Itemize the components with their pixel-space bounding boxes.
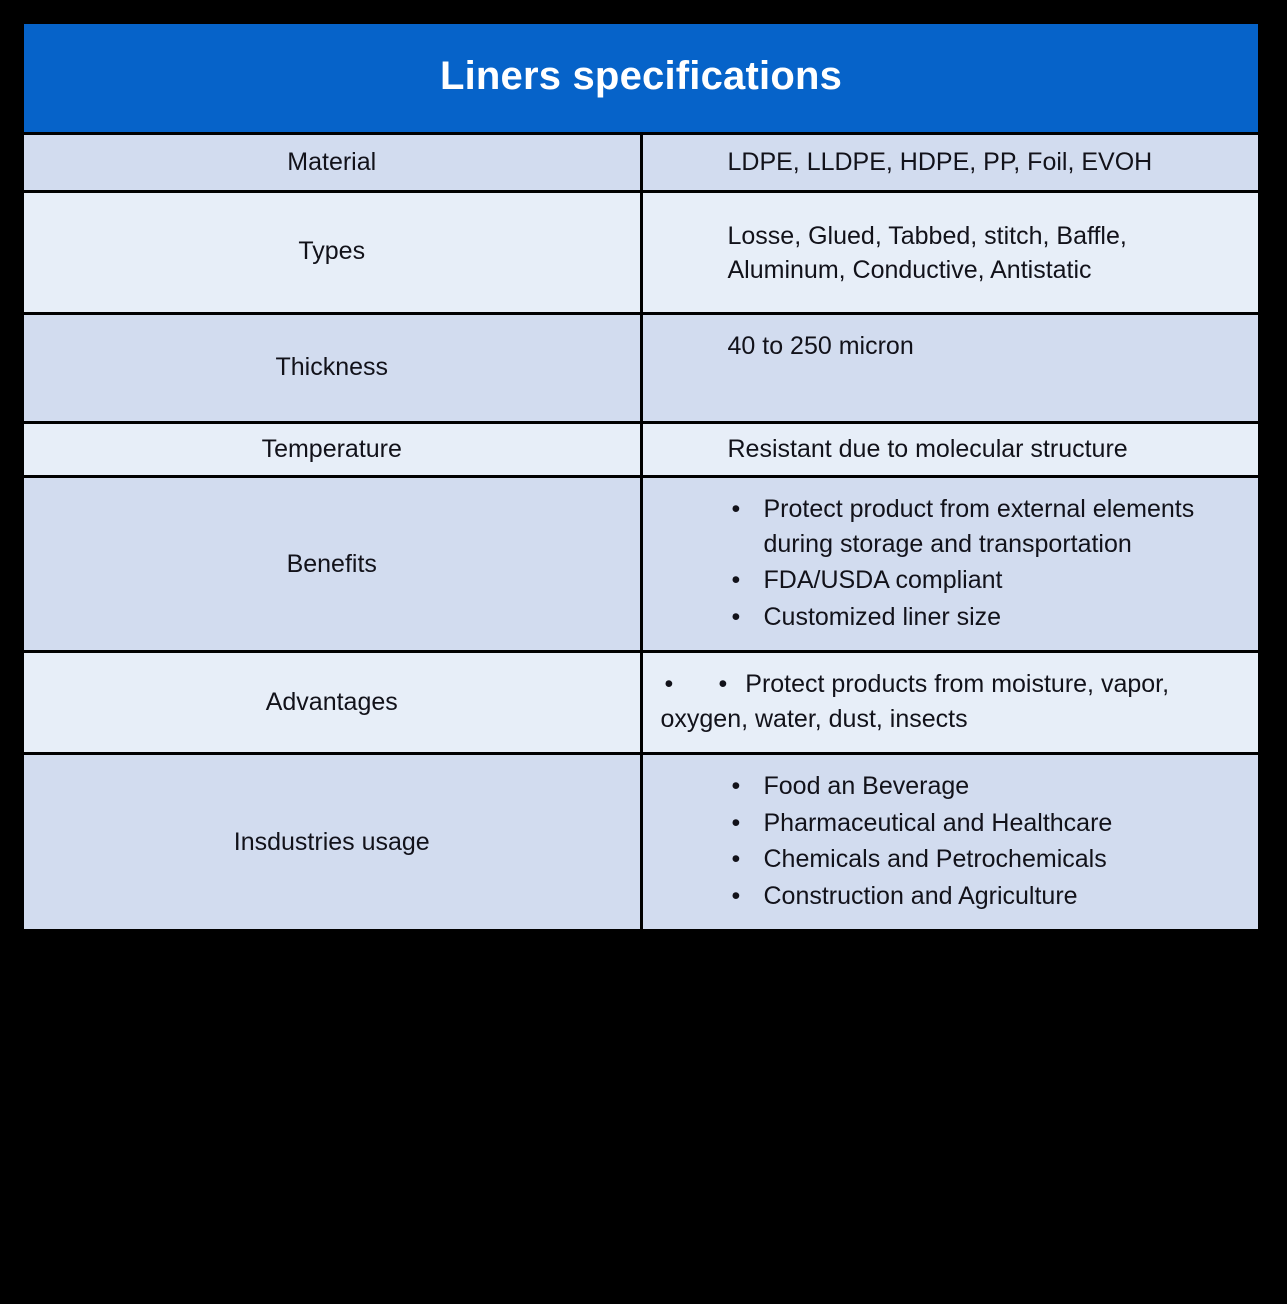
row-label-types: Types [24, 189, 643, 313]
table-title-row: Liners specifications [24, 24, 1258, 134]
row-label-industries-usage: Insdustries usage [24, 752, 643, 930]
list-item: Chemicals and Petrochemicals [728, 842, 1241, 877]
row-value-temperature: Resistant due to molecular structure [641, 420, 1258, 477]
list-item: Customized liner size [728, 600, 1241, 635]
bullet-glyph-icon: • [718, 670, 728, 699]
row-label-thickness: Thickness [24, 311, 643, 423]
row-value-advantages: •Protect products from moisture, vapor, … [641, 650, 1258, 754]
liners-specifications-table: Liners specifications Material LDPE, LLD… [24, 24, 1258, 930]
row-label-material: Material [24, 132, 643, 191]
row-value-material: LDPE, LLDPE, HDPE, PP, Foil, EVOH [641, 132, 1258, 191]
table-row: Temperature Resistant due to molecular s… [24, 420, 1258, 477]
table-body: Material LDPE, LLDPE, HDPE, PP, Foil, EV… [24, 132, 1258, 930]
row-value-types: Losse, Glued, Tabbed, stitch, Baffle, Al… [641, 189, 1258, 313]
row-value-thickness: 40 to 250 micron [641, 311, 1258, 423]
row-value-industries-usage: Food an Beverage Pharmaceutical and Heal… [641, 752, 1258, 930]
page-title: Liners specifications [24, 24, 1258, 134]
list-item-text: Protect products from moisture, vapor, o… [660, 670, 1170, 733]
row-label-advantages: Advantages [24, 650, 643, 754]
list-item: Food an Beverage [728, 769, 1241, 804]
list-item: Pharmaceutical and Healthcare [728, 806, 1241, 841]
table-row: Types Losse, Glued, Tabbed, stitch, Baff… [24, 189, 1258, 313]
table-row: Thickness 40 to 250 micron [24, 311, 1258, 423]
table-row: Advantages •Protect products from moistu… [24, 650, 1258, 754]
list-item: •Protect products from moisture, vapor, … [661, 667, 1241, 736]
list-item: Protect product from external elements d… [728, 492, 1241, 561]
table-row: Benefits Protect product from external e… [24, 475, 1258, 652]
row-label-benefits: Benefits [24, 475, 643, 652]
row-value-benefits: Protect product from external elements d… [641, 475, 1258, 652]
row-label-temperature: Temperature [24, 420, 643, 477]
advantages-bullet-list: •Protect products from moisture, vapor, … [661, 667, 1241, 736]
table-row: Material LDPE, LLDPE, HDPE, PP, Foil, EV… [24, 132, 1258, 191]
list-item: FDA/USDA compliant [728, 563, 1241, 598]
benefits-bullet-list: Protect product from external elements d… [728, 492, 1241, 634]
industries-bullet-list: Food an Beverage Pharmaceutical and Heal… [728, 769, 1241, 913]
table-row: Insdustries usage Food an Beverage Pharm… [24, 752, 1258, 930]
list-item: Construction and Agriculture [728, 879, 1241, 914]
